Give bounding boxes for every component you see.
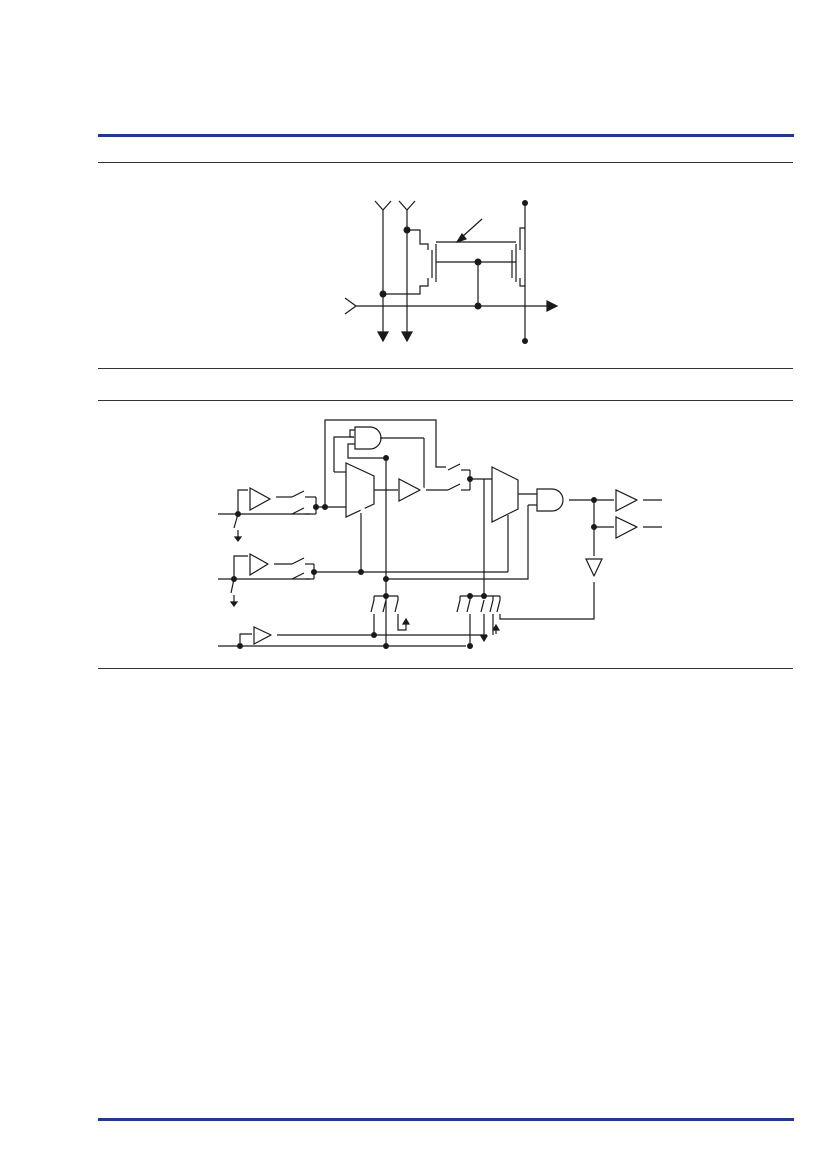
junction-dot xyxy=(235,511,241,517)
switch-group-1-b-icon xyxy=(383,600,386,612)
inverter-1-icon xyxy=(250,488,270,510)
inverter-4-icon xyxy=(399,479,420,501)
junction-dot xyxy=(383,593,389,599)
output-inverter-1-icon xyxy=(616,490,637,511)
section-divider-mid-1 xyxy=(98,368,793,369)
inverter-3-icon xyxy=(254,627,271,644)
junction-dot xyxy=(467,593,473,599)
switch-3b-icon xyxy=(448,484,460,490)
switch-group-2-e-icon xyxy=(497,600,500,612)
section-divider-mid-2 xyxy=(98,400,793,401)
routing-pass-transistor-schematic xyxy=(345,200,557,344)
transistor-right-source xyxy=(520,278,525,286)
input-arrow-b xyxy=(399,201,415,210)
junction-dot xyxy=(231,576,237,582)
junction-dot xyxy=(474,258,482,266)
and-gate-top-lower-input xyxy=(348,444,386,458)
inverter-4-bubble xyxy=(420,487,426,493)
vcc-arrow-1 xyxy=(403,619,409,624)
section-divider-top xyxy=(98,162,793,163)
terminal-dot xyxy=(522,200,528,206)
nand-gate-bubble xyxy=(563,497,569,503)
ground-arrow-1 xyxy=(235,537,241,541)
footer-rule xyxy=(98,1118,794,1121)
vcc-arrow-2 xyxy=(493,625,499,630)
inverter-3-feed xyxy=(240,634,252,646)
output-arrow-b xyxy=(402,332,412,341)
switch-1a-icon xyxy=(292,491,304,497)
junction-dot xyxy=(474,302,482,310)
inverter-1-feed xyxy=(238,490,248,514)
and-gate-top-icon xyxy=(355,427,381,449)
switch-3a-icon xyxy=(448,464,460,470)
junction-dot xyxy=(311,569,317,575)
junction-dot xyxy=(383,576,389,582)
inverter-1-bubble xyxy=(270,494,276,500)
mux-1-select-bubble xyxy=(360,507,366,513)
bus-output-arrow xyxy=(547,301,557,311)
switch-2a-icon xyxy=(292,558,304,564)
switch-group-2-c-icon xyxy=(481,600,484,612)
gnd-arrow-2 xyxy=(481,636,487,641)
nand-gate-icon xyxy=(537,489,563,511)
junction-dot xyxy=(383,643,389,649)
switch-group-1-a-icon xyxy=(371,600,374,612)
switch-group-1-c-lead xyxy=(398,614,406,630)
feedback-inner-loop xyxy=(334,437,354,472)
feedback-outer-loop xyxy=(325,420,446,507)
junction-dot xyxy=(383,455,389,461)
junction-dot xyxy=(467,476,473,482)
down-inverter-out xyxy=(505,582,594,619)
mux-2-icon xyxy=(492,467,518,522)
header-rule xyxy=(98,134,794,137)
pointer-arrow-line xyxy=(462,219,482,237)
output-inverter-2-icon xyxy=(616,517,637,538)
junction-dot xyxy=(322,504,328,510)
switch-group-2-d-icon xyxy=(490,600,493,612)
programmable-logic-block-schematic xyxy=(218,420,662,649)
output-inverter-2-bubble xyxy=(637,524,643,530)
junction-dot xyxy=(371,632,377,638)
switch-group-2-b-icon xyxy=(467,600,470,612)
inverter-2-bubble xyxy=(268,561,274,567)
junction-dot xyxy=(313,504,319,510)
transistor-left-drain xyxy=(407,230,428,250)
inverter-2-icon xyxy=(250,554,268,575)
junction-dot xyxy=(379,290,387,298)
bus-input-arrow xyxy=(345,298,356,314)
inverter-2-feed xyxy=(234,556,248,579)
junction-dot xyxy=(481,593,487,599)
mux-1-icon xyxy=(346,463,374,517)
ground-arrow-2 xyxy=(231,602,237,606)
section-divider-bottom xyxy=(98,668,793,669)
switch-group-2-a-icon xyxy=(457,600,460,612)
switch-group-2-e-lead xyxy=(500,614,505,619)
switch-group-1-c-icon xyxy=(395,600,398,612)
terminal-dot xyxy=(522,338,528,344)
switch-2b-icon xyxy=(292,573,304,579)
junction-dot xyxy=(403,226,411,234)
junction-dot xyxy=(237,643,243,649)
transistor-left-source xyxy=(383,278,428,294)
nand-gate-lower-feed xyxy=(386,505,528,579)
output-inverter-1-bubble xyxy=(637,497,643,503)
down-inverter-bubble xyxy=(591,576,597,582)
switch-1b-icon xyxy=(292,508,304,514)
junction-dot xyxy=(591,524,597,530)
junction-dot xyxy=(591,497,597,503)
transistor-right-drain xyxy=(520,228,525,250)
input-arrow-a xyxy=(375,201,391,210)
junction-dot xyxy=(358,569,364,575)
output-arrow-a xyxy=(378,332,388,341)
pointer-arrow-head xyxy=(457,234,466,242)
and-gate-top-input xyxy=(350,430,355,437)
down-inverter-icon xyxy=(586,559,602,576)
junction-dot xyxy=(467,643,473,649)
inverter-3-bubble xyxy=(271,632,277,638)
